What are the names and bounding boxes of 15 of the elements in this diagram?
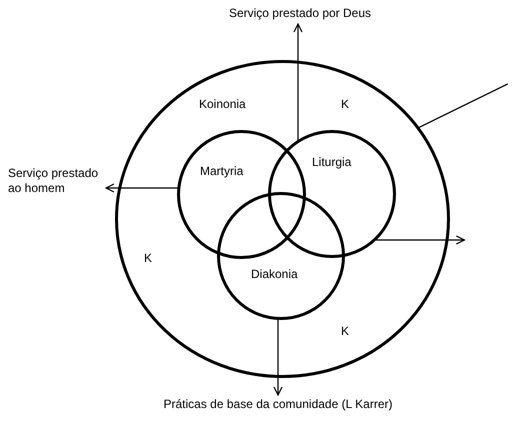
region-label: Martyria bbox=[200, 164, 244, 178]
arrow bbox=[273, 318, 283, 396]
axis-label: Práticas de base da comunidade (L Karrer) bbox=[140, 397, 416, 413]
leader-line bbox=[418, 83, 508, 129]
region-mark: K bbox=[144, 251, 152, 265]
axis-label: Serviço prestado por Deus bbox=[220, 6, 380, 22]
region-label: Koinonia bbox=[199, 97, 246, 111]
region-mark: K bbox=[341, 324, 350, 338]
region-mark: K bbox=[341, 97, 350, 111]
axis-label: Serviço prestado ao homem bbox=[8, 166, 104, 196]
arrow bbox=[105, 183, 179, 193]
arrow bbox=[374, 235, 465, 245]
region-label: Liturgia bbox=[312, 155, 352, 169]
arrow bbox=[293, 23, 303, 142]
region-label: Diakonia bbox=[251, 267, 298, 281]
